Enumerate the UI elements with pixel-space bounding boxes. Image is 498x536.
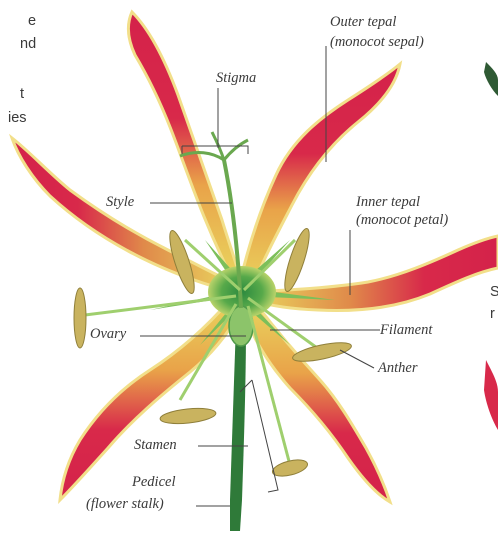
tepal-outer-top-right (240, 64, 400, 288)
pedicel-stem (230, 325, 246, 531)
label-ovary: Ovary (90, 326, 126, 343)
label-outer-tepal-sub: (monocot sepal) (330, 34, 424, 51)
cropped-text-left-4: ies (8, 110, 27, 127)
label-pedicel: Pedicel (132, 474, 175, 491)
label-stamen: Stamen (134, 437, 177, 454)
cropped-text-left-3: t (20, 86, 24, 103)
label-filament: Filament (380, 322, 432, 339)
cropped-text-right-2: r (490, 306, 495, 323)
cropped-text-left-1: e (28, 13, 36, 30)
label-style: Style (106, 194, 134, 211)
cropped-text-right-1: S (490, 284, 498, 301)
label-pedicel-sub: (flower stalk) (86, 496, 164, 513)
label-stigma: Stigma (216, 70, 256, 87)
label-inner-tepal: Inner tepal (356, 194, 420, 211)
label-outer-tepal: Outer tepal (330, 14, 396, 31)
label-inner-tepal-sub: (monocot petal) (356, 212, 448, 229)
tepal-outer-bottom-right (246, 304, 390, 502)
cropped-text-left-2: nd (20, 36, 36, 53)
label-anther: Anther (378, 360, 417, 377)
